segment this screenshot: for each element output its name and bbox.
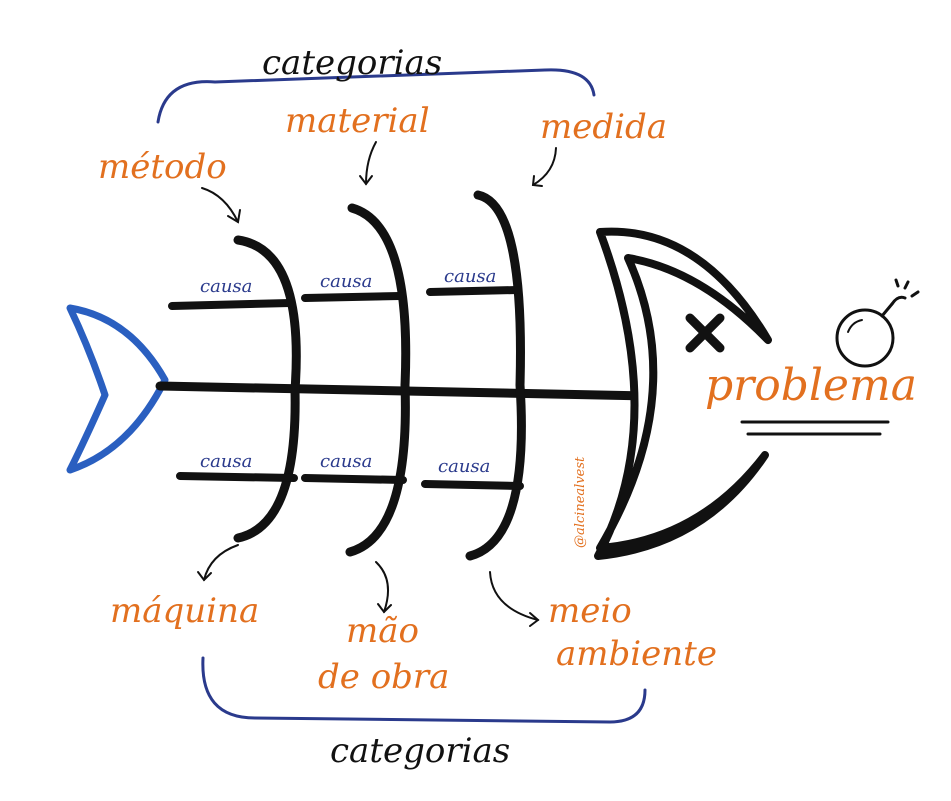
problem-label: problema (705, 360, 917, 411)
bottom-bracket-label: categorias (330, 731, 510, 771)
fish-head (594, 227, 772, 560)
top-bracket-label: categorias (262, 43, 442, 83)
cause-bar-bottom-3 (421, 480, 524, 490)
arrow-mao-de-obra (375, 561, 392, 614)
cause-label-top-2: causa (320, 271, 372, 292)
cause-bar-bottom-1 (176, 472, 298, 482)
bottom-category-bracket (201, 656, 647, 724)
category-label-maquina: máquina (110, 591, 259, 631)
category-label-meio-line2: ambiente (556, 634, 717, 674)
arrow-meio-ambiente (489, 571, 540, 627)
x-mark-icon (685, 313, 725, 353)
cause-bar-top-2 (301, 292, 404, 302)
cause-bar-top-3 (426, 286, 521, 296)
category-label-material: material (285, 101, 430, 141)
cause-label-top-3: causa (444, 266, 496, 287)
category-label-metodo: método (98, 147, 227, 187)
cause-bar-top-1 (168, 299, 294, 310)
rib-1 (233, 235, 301, 543)
rib-2 (345, 203, 411, 557)
arrow-medida (531, 147, 557, 187)
category-label-meio-line1: meio (548, 591, 632, 631)
rib-3 (465, 190, 526, 561)
bomb-icon (835, 278, 920, 368)
author-signature: @alcinealvest (573, 456, 588, 548)
arrow-material (359, 141, 377, 186)
category-label-mao-line2: de obra (318, 657, 449, 697)
arrow-metodo (201, 187, 241, 224)
cause-label-bottom-1: causa (200, 451, 252, 472)
cause-label-top-1: causa (200, 276, 252, 297)
top-category-bracket (156, 68, 596, 124)
category-label-medida: medida (540, 107, 667, 147)
fish-tail-icon (66, 304, 169, 474)
category-label-mao-line1: mão (346, 611, 419, 651)
cause-label-bottom-3: causa (438, 456, 490, 477)
arrow-maquina (197, 544, 239, 582)
cause-label-bottom-2: causa (320, 451, 372, 472)
cause-bar-bottom-2 (301, 474, 407, 484)
